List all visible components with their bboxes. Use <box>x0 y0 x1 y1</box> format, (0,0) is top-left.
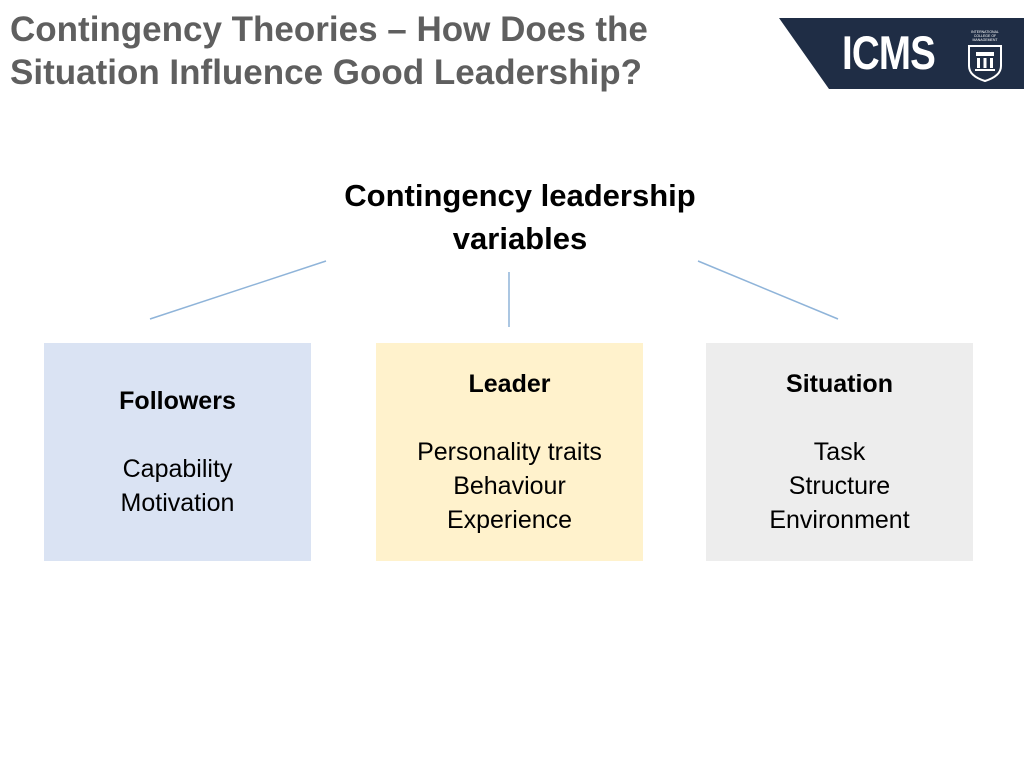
slide-title-line-2: Situation Influence Good Leadership? <box>10 53 642 92</box>
leader-item-behaviour: Behaviour <box>453 472 566 500</box>
situation-item-structure: Structure <box>788 472 891 500</box>
crest-caption: INTERNATIONAL COLLEGE OF MANAGEMENT <box>965 30 1005 42</box>
icms-logo: ICMS INTERNATIONAL COLLEGE OF MANAGEMENT <box>779 18 1024 89</box>
situation-box: Situation Task Structure Environment <box>706 343 973 561</box>
situation-item-task: Task <box>813 438 866 466</box>
situation-item-environment: Environment <box>769 506 910 534</box>
followers-item-motivation: Motivation <box>120 489 235 517</box>
leader-box: Leader Personality traits Behaviour Expe… <box>376 343 643 561</box>
followers-box: Followers Capability Motivation <box>44 343 311 561</box>
followers-item-capability: Capability <box>122 455 233 483</box>
slide-title: Contingency Theories – How Does the Situ… <box>10 8 750 94</box>
logo-wordmark: ICMS <box>842 26 936 79</box>
slide-title-line-1: Contingency Theories – How Does the <box>10 10 648 49</box>
leader-title: Leader <box>468 370 551 398</box>
crest-icon <box>968 45 1002 82</box>
connector-line-situation <box>697 260 839 320</box>
situation-title: Situation <box>786 370 893 398</box>
crest-caption-line-2: COLLEGE OF <box>973 34 997 38</box>
diagram-heading-line-2: variables <box>452 221 588 256</box>
crest-caption-line-3: MANAGEMENT <box>972 38 998 42</box>
diagram-heading-line-1: Contingency leadership <box>344 178 696 213</box>
leader-item-experience: Experience <box>446 506 573 534</box>
crest-caption-line-1: INTERNATIONAL <box>971 30 999 34</box>
leader-item-personality-traits: Personality traits <box>417 438 602 466</box>
logo-banner-shape <box>779 18 1024 89</box>
connector-line-followers <box>149 260 327 320</box>
followers-title: Followers <box>119 387 236 415</box>
diagram-heading: Contingency leadership variables <box>300 174 740 260</box>
